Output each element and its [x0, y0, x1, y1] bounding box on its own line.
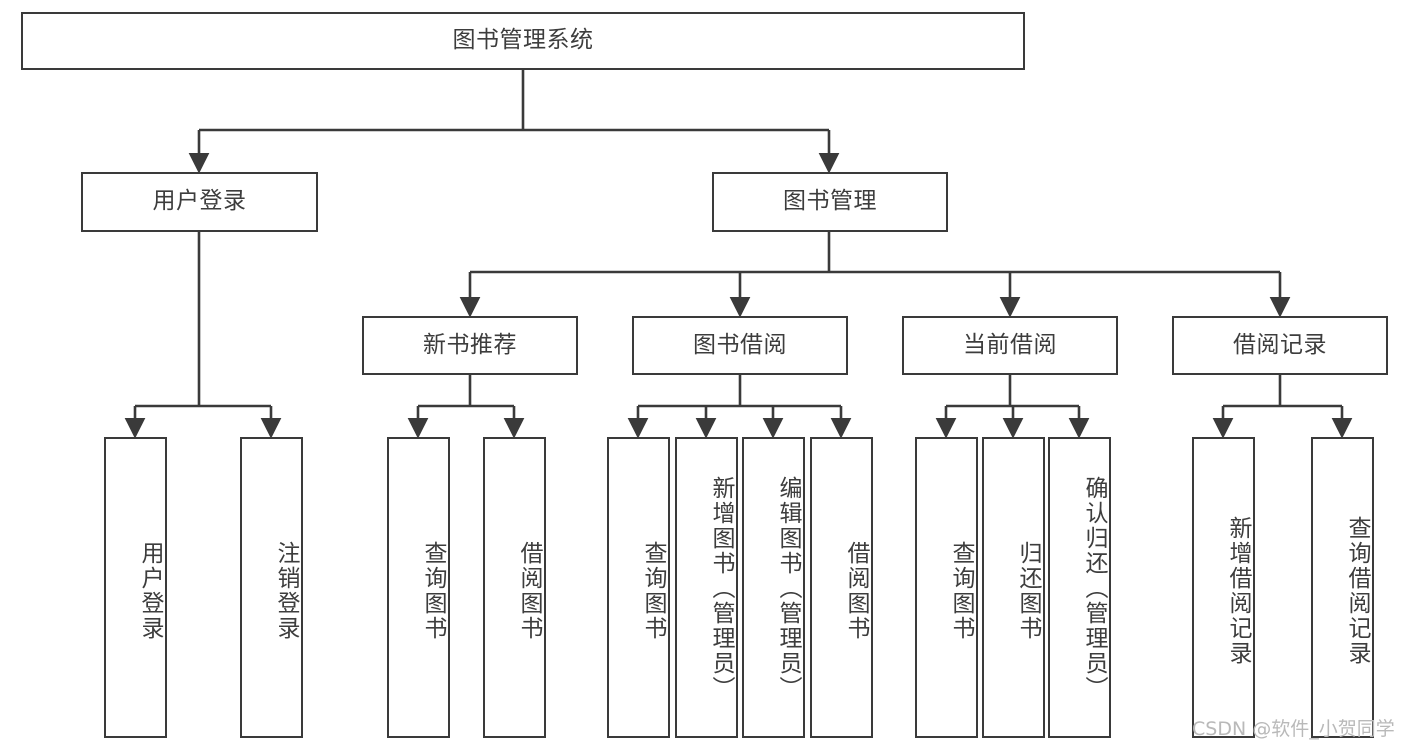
- leaf-query-book-current-label: 查询图书: [948, 540, 974, 641]
- node-book-management-label: 图书管理: [783, 188, 877, 215]
- leaf-borrow-book[interactable]: 借阅图书: [810, 437, 873, 738]
- leaf-query-borrow-record-label: 查询借阅记录: [1344, 515, 1370, 666]
- leaf-add-borrow-record-label: 新增借阅记录: [1225, 515, 1251, 666]
- csdn-watermark: CSDN @软件_小贺同学: [1192, 718, 1395, 740]
- node-book-management[interactable]: 图书管理: [712, 172, 948, 232]
- node-root[interactable]: 图书管理系统: [21, 12, 1025, 70]
- leaf-user-login[interactable]: 用户登录: [104, 437, 167, 738]
- leaf-confirm-return-label: 确认归还（管理员）: [1081, 476, 1107, 701]
- node-book-borrow[interactable]: 图书借阅: [632, 316, 848, 375]
- leaf-return-book-label: 归还图书: [1015, 540, 1041, 641]
- node-current-borrow-label: 当前借阅: [963, 331, 1057, 358]
- node-user-login[interactable]: 用户登录: [81, 172, 318, 232]
- leaf-query-book-borrow[interactable]: 查询图书: [607, 437, 670, 738]
- node-root-label: 图书管理系统: [452, 27, 594, 54]
- leaf-add-borrow-record[interactable]: 新增借阅记录: [1192, 437, 1255, 738]
- leaf-add-book-label: 新增图书（管理员）: [708, 476, 734, 701]
- leaf-confirm-return[interactable]: 确认归还（管理员）: [1048, 437, 1111, 738]
- leaf-query-book-borrow-label: 查询图书: [640, 540, 666, 641]
- leaf-query-book-recommend-label: 查询图书: [420, 540, 446, 641]
- leaf-return-book[interactable]: 归还图书: [982, 437, 1045, 738]
- leaf-edit-book[interactable]: 编辑图书（管理员）: [742, 437, 805, 738]
- leaf-query-borrow-record[interactable]: 查询借阅记录: [1311, 437, 1374, 738]
- leaf-borrow-book-recommend-label: 借阅图书: [516, 540, 542, 641]
- node-user-login-label: 用户登录: [152, 188, 247, 215]
- node-borrow-records-label: 借阅记录: [1233, 331, 1327, 358]
- leaf-query-book-recommend[interactable]: 查询图书: [387, 437, 450, 738]
- node-new-book-recommend-label: 新书推荐: [423, 331, 517, 358]
- leaf-borrow-book-recommend[interactable]: 借阅图书: [483, 437, 546, 738]
- leaf-logout-login-label: 注销登录: [273, 540, 299, 641]
- leaf-logout-login[interactable]: 注销登录: [240, 437, 303, 738]
- leaf-user-login-label: 用户登录: [137, 540, 163, 641]
- node-borrow-records[interactable]: 借阅记录: [1172, 316, 1388, 375]
- node-book-borrow-label: 图书借阅: [693, 331, 787, 358]
- leaf-query-book-current[interactable]: 查询图书: [915, 437, 978, 738]
- leaf-add-book[interactable]: 新增图书（管理员）: [675, 437, 738, 738]
- node-new-book-recommend[interactable]: 新书推荐: [362, 316, 578, 375]
- leaf-edit-book-label: 编辑图书（管理员）: [775, 476, 801, 701]
- leaf-borrow-book-label: 借阅图书: [843, 540, 869, 641]
- node-current-borrow[interactable]: 当前借阅: [902, 316, 1118, 375]
